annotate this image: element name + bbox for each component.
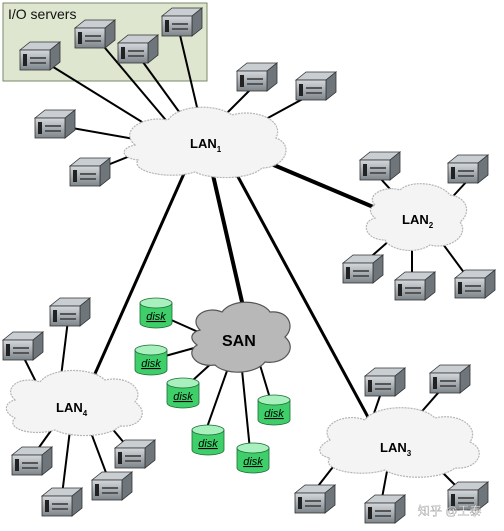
server-icon [364,367,406,397]
disk-label: disk [173,391,193,403]
lan2-cloud [365,183,468,252]
lan2-label: LAN2 [402,212,434,230]
disk: disk [166,377,200,409]
server-icon [394,271,436,301]
watermark: 知乎 @王泰 [418,504,482,518]
lan1-label: LAN1 [190,136,222,154]
disk-label: disk [146,311,166,323]
server-icon [359,151,401,181]
disk-label: disk [141,358,161,370]
disk-label: disk [198,438,218,450]
server-icon [49,297,91,327]
server-icon [342,254,384,284]
server-icon [114,439,156,469]
lan3-label: LAN3 [380,440,412,458]
server-icon [295,71,337,101]
server-icon [11,446,53,476]
disk: disk [257,394,291,426]
lan4-cloud [5,369,143,437]
disk-label: disk [264,408,284,420]
disk-label: disk [243,456,263,468]
server-icon [69,157,111,187]
server-icon [19,41,61,71]
server-icon [364,494,406,524]
san-cloud [191,301,291,373]
server-icon [429,364,471,394]
server-icon [454,269,496,299]
lan1-cloud [123,106,287,179]
io-servers-label: I/O servers [8,6,76,22]
server-icon [34,109,76,139]
server-icon [236,62,278,92]
disk: disk [191,424,225,456]
server-icon [91,471,133,501]
disks: disk disk disk disk disk disk [134,297,291,474]
disk: disk [139,297,173,329]
san-label: SAN [222,333,256,350]
lan3-cloud [319,407,480,478]
lan4-label: LAN4 [56,400,88,418]
server-icon [41,487,83,517]
disk: disk [134,344,168,376]
server-icon [447,154,489,184]
server-icon [161,7,203,37]
server-icon [2,331,44,361]
server-icon [294,484,336,514]
server-icon [117,34,159,64]
server-icon [74,19,116,49]
disk: disk [236,442,270,474]
